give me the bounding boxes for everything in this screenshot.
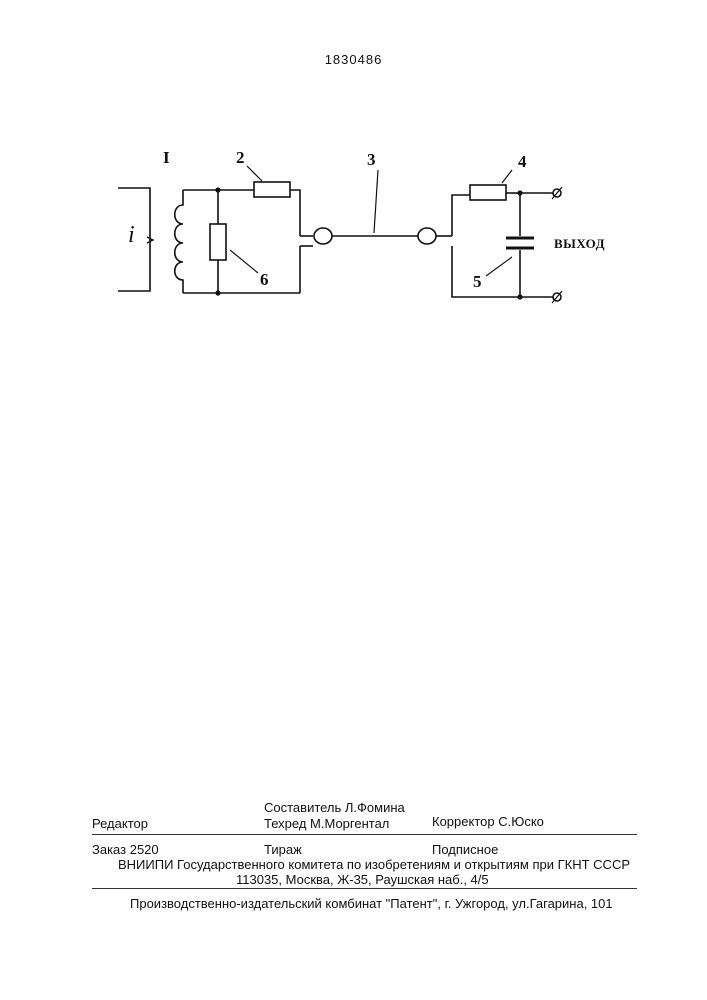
label-inductor: I: [163, 148, 170, 168]
label-capacitor-5: 5: [473, 272, 482, 292]
leader-6: [230, 250, 258, 273]
junction-dot: [517, 294, 522, 299]
label-resistor-4: 4: [518, 152, 527, 172]
circuit-schematic: [0, 0, 707, 340]
footer-organization: ВНИИПИ Государственного комитета по изоб…: [118, 857, 630, 872]
leader-2: [247, 166, 262, 181]
resistor-2-body: [254, 182, 290, 197]
label-output: ВЫХОД: [554, 236, 605, 252]
resistor-4-body: [470, 185, 506, 200]
leader-5: [486, 257, 512, 276]
footer-techred: Техред М.Моргентал: [264, 816, 389, 831]
junction-dot: [517, 190, 522, 195]
footer-subscription: Подписное: [432, 842, 498, 857]
footer-editor: Редактор: [92, 816, 148, 831]
footer-compiler: Составитель Л.Фомина: [264, 800, 405, 815]
footer-rule-top: [92, 834, 637, 835]
leader-4: [502, 170, 512, 183]
junction-dot: [215, 187, 220, 192]
junction-dot: [215, 290, 220, 295]
label-cable-3: 3: [367, 150, 376, 170]
footer-corrector: Корректор С.Юско: [432, 814, 544, 829]
footer-address: 113035, Москва, Ж-35, Раушская наб., 4/5: [236, 872, 489, 887]
footer-rule-bottom: [92, 888, 637, 889]
inductor-coil: [175, 190, 183, 293]
label-resistor-2: 2: [236, 148, 245, 168]
left-cable-connector: [314, 228, 332, 244]
label-resistor-6: 6: [260, 270, 269, 290]
right-cable-connector: [418, 228, 436, 244]
right-feed-wire: [452, 195, 470, 236]
footer-order: Заказ 2520: [92, 842, 159, 857]
right-bottom-wire: [452, 246, 553, 297]
footer-publisher: Производственно-издательский комбинат "П…: [130, 896, 613, 911]
leader-3: [374, 170, 378, 233]
resistor-2-wire-right: [290, 190, 300, 236]
footer-circulation: Тираж: [264, 842, 302, 857]
label-current: i: [128, 222, 135, 249]
resistor-6-body: [210, 224, 226, 260]
